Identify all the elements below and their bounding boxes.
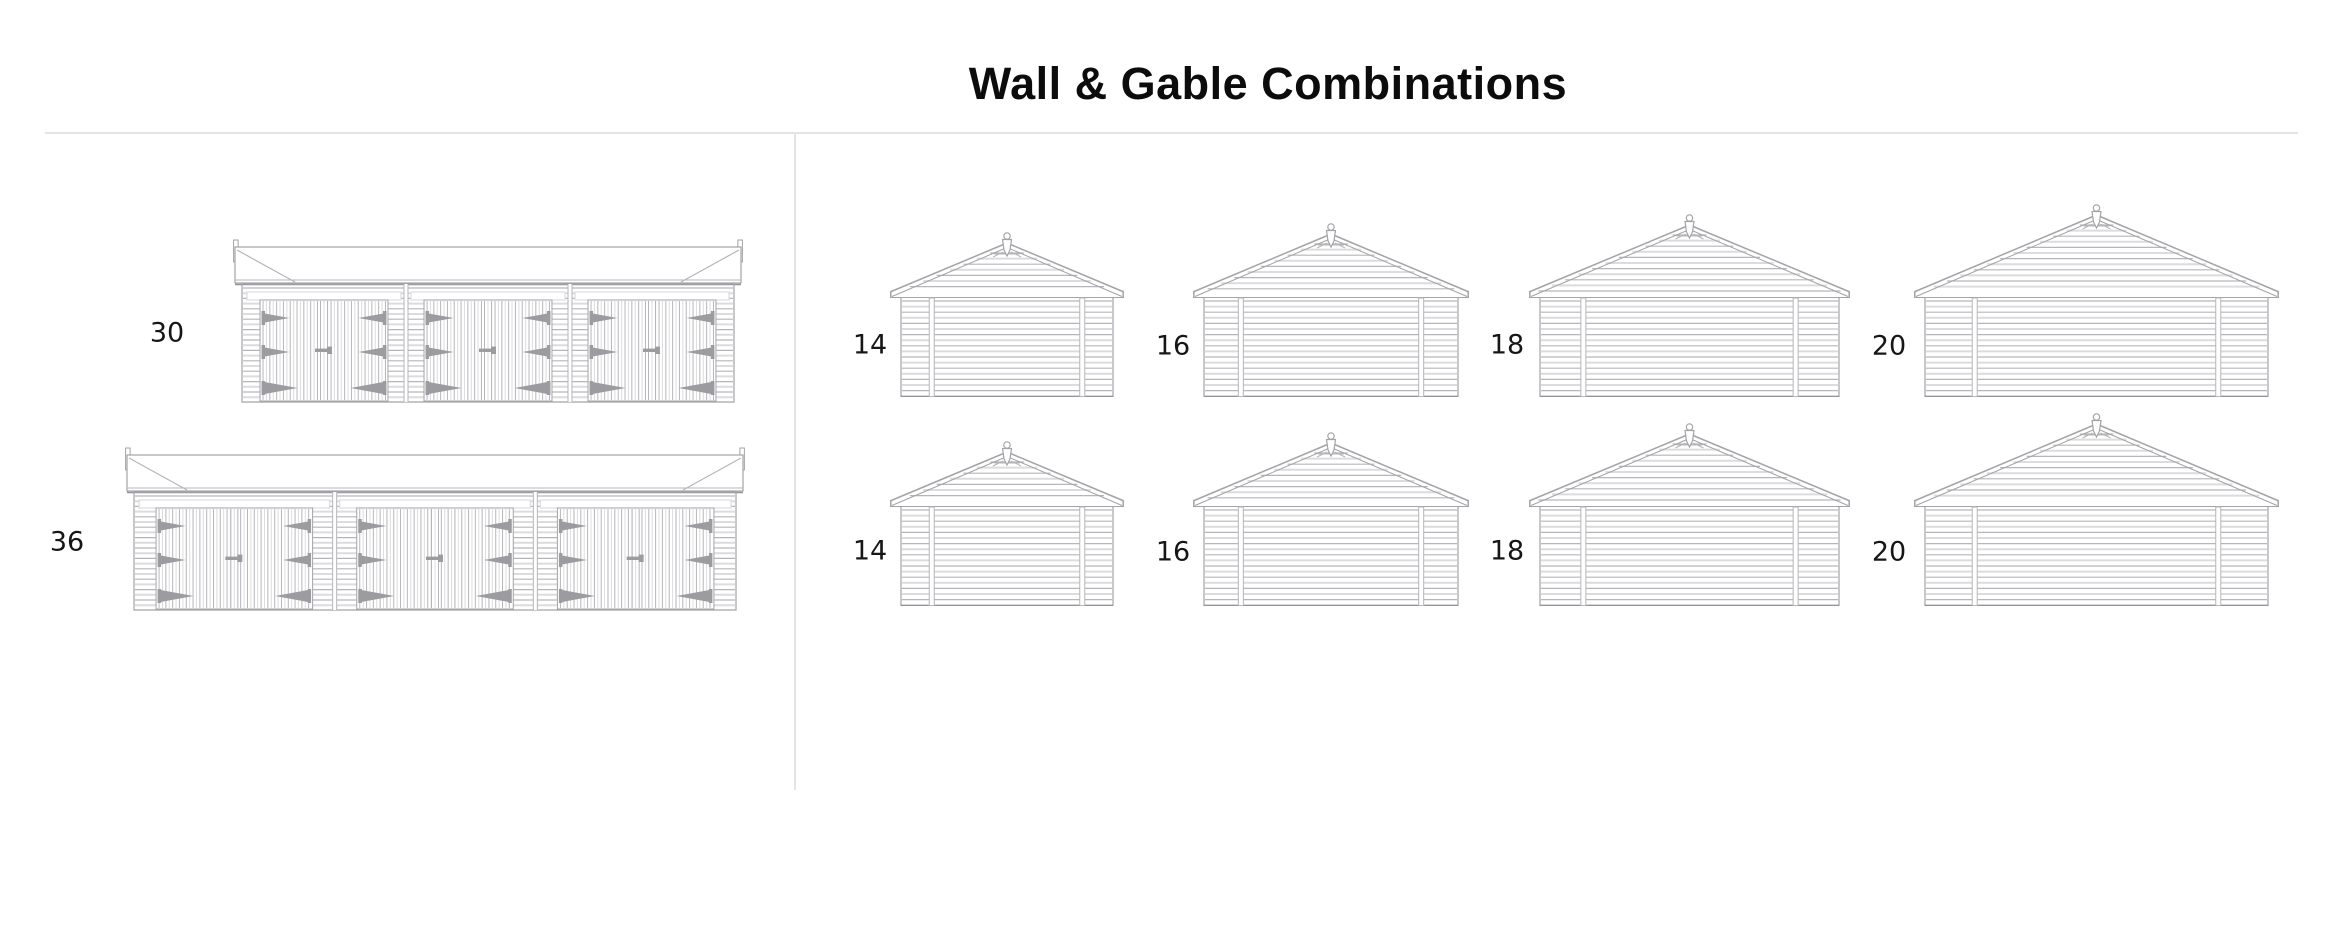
gable-elevation-20-row1[interactable]	[1914, 203, 2279, 398]
gable-18-drawing	[1529, 422, 1850, 607]
gable-20-drawing	[1914, 203, 2279, 398]
wall-30-label: 30	[149, 317, 185, 349]
gable-20-drawing	[1914, 412, 2279, 607]
gable-18-row2-label: 18	[1489, 535, 1525, 567]
gable-14-row2-label: 14	[852, 535, 888, 567]
wall-36-drawing	[125, 446, 745, 612]
gable-20-row2-label: 20	[1871, 536, 1907, 568]
gable-14-drawing	[890, 231, 1124, 398]
gable-elevation-16-row1[interactable]	[1193, 222, 1469, 398]
gable-16-drawing	[1193, 431, 1469, 607]
vertical-divider	[794, 132, 796, 790]
wall-36-label: 36	[49, 526, 85, 558]
gable-20-row1-label: 20	[1871, 330, 1907, 362]
gable-14-drawing	[890, 440, 1124, 607]
gable-elevation-18-row2[interactable]	[1529, 422, 1850, 607]
gable-elevation-14-row1[interactable]	[890, 231, 1124, 398]
gable-16-row2-label: 16	[1155, 536, 1191, 568]
page-title: Wall & Gable Combinations	[968, 58, 1568, 109]
gable-18-drawing	[1529, 213, 1850, 398]
gable-elevation-16-row2[interactable]	[1193, 431, 1469, 607]
wall-elevation-30[interactable]	[233, 238, 743, 404]
gable-18-row1-label: 18	[1489, 329, 1525, 361]
gable-16-row1-label: 16	[1155, 330, 1191, 362]
gable-elevation-20-row2[interactable]	[1914, 412, 2279, 607]
horizontal-divider	[45, 132, 2298, 134]
gable-14-row1-label: 14	[852, 329, 888, 361]
gable-16-drawing	[1193, 222, 1469, 398]
wall-30-drawing	[233, 238, 743, 404]
gable-elevation-14-row2[interactable]	[890, 440, 1124, 607]
wall-elevation-36[interactable]	[125, 446, 745, 612]
gable-elevation-18-row1[interactable]	[1529, 213, 1850, 398]
